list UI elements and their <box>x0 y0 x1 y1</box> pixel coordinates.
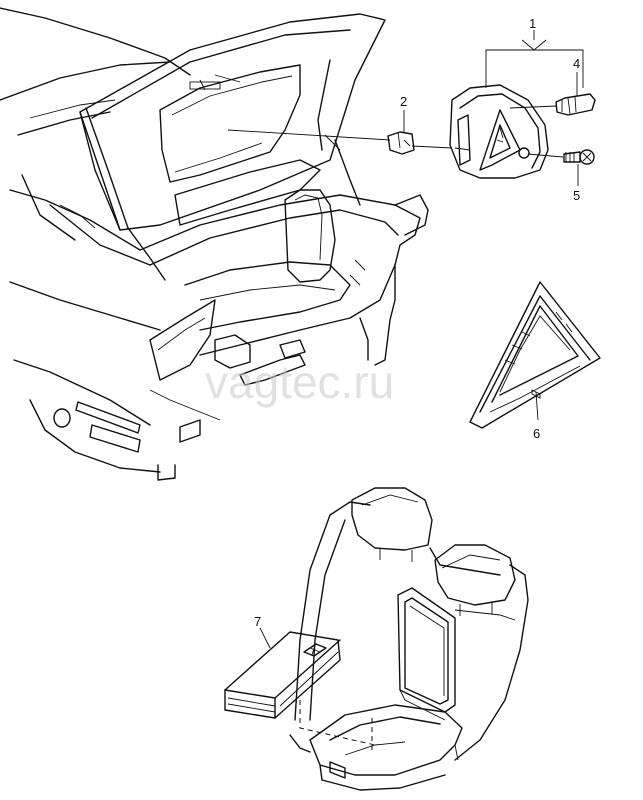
callout-1: 1 <box>529 16 536 31</box>
clip-part-2 <box>387 110 415 155</box>
callout-leader <box>533 39 547 51</box>
screw-part-5 <box>527 149 595 186</box>
callout-6: 6 <box>533 426 540 441</box>
leader-line <box>227 129 391 141</box>
first-aid-kit <box>224 627 341 719</box>
callout-4: 4 <box>573 56 580 71</box>
insertion-guide <box>299 700 376 746</box>
callout-2: 2 <box>400 94 407 109</box>
callout-7: 7 <box>254 614 261 629</box>
callout-leader <box>521 39 535 51</box>
watermark: vagtec.ru <box>205 356 394 408</box>
car-rear-open-trunk <box>0 7 429 481</box>
warning-triangle <box>469 281 601 429</box>
leader-line <box>411 145 453 149</box>
strap-part-4 <box>509 72 596 116</box>
callout-bracket <box>485 49 584 88</box>
rear-seat-armrest <box>289 487 529 791</box>
warning-triangle-holder <box>449 84 549 179</box>
callout-5: 5 <box>573 188 580 203</box>
